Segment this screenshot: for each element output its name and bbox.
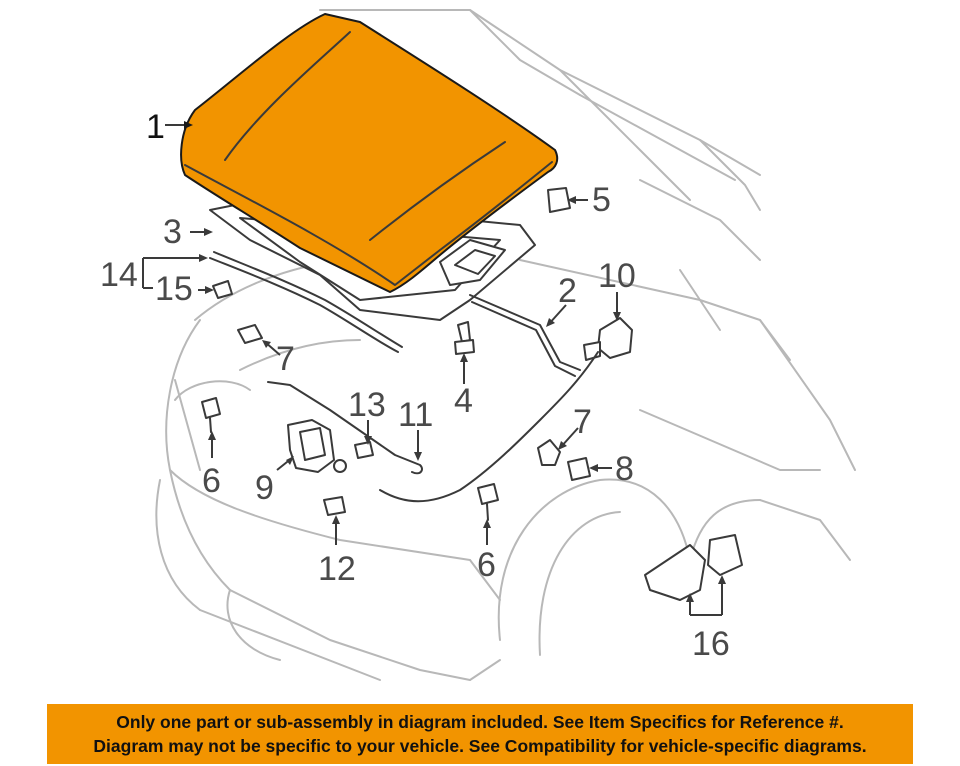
release-handle bbox=[583, 317, 633, 361]
hood-panel bbox=[180, 13, 559, 293]
callout-9: 9 bbox=[255, 469, 274, 507]
clip-lower bbox=[537, 439, 561, 466]
callout-16: 16 bbox=[692, 625, 730, 663]
callout-6-left: 6 bbox=[202, 462, 221, 500]
disclaimer-banner: Only one part or sub-assembly in diagram… bbox=[47, 704, 913, 764]
callout-14: 14 bbox=[100, 256, 138, 294]
callout-8: 8 bbox=[615, 450, 634, 488]
hood-latch bbox=[287, 419, 347, 473]
hood-seal bbox=[209, 251, 403, 353]
hood-panel-shape bbox=[180, 13, 559, 293]
callout-13: 13 bbox=[348, 386, 386, 424]
leader-lines bbox=[142, 121, 726, 616]
release-cable bbox=[379, 351, 599, 503]
retainer-clip bbox=[323, 496, 346, 516]
clip-upper bbox=[237, 324, 263, 344]
callout-6-right: 6 bbox=[477, 546, 496, 584]
callout-2: 2 bbox=[558, 272, 577, 310]
hood-support-rod bbox=[469, 294, 581, 377]
callout-11: 11 bbox=[398, 396, 433, 434]
adjuster-left bbox=[201, 397, 221, 433]
callout-5: 5 bbox=[592, 181, 611, 219]
parts-diagram: 1 2 3 4 5 6 6 7 7 8 9 10 11 12 13 14 15 … bbox=[100, 9, 856, 681]
hood-latch-pin bbox=[454, 321, 475, 355]
nut-clip bbox=[567, 457, 591, 481]
hood-bumper-stop bbox=[547, 187, 571, 213]
callout-4: 4 bbox=[454, 382, 473, 420]
adjuster-right bbox=[477, 483, 499, 521]
callout-3: 3 bbox=[163, 213, 182, 251]
cable-clip bbox=[354, 441, 374, 459]
callout-7-upper: 7 bbox=[276, 340, 295, 378]
callout-10: 10 bbox=[598, 257, 636, 295]
callout-15: 15 bbox=[155, 270, 193, 308]
callout-12: 12 bbox=[318, 550, 356, 588]
hood-hinges bbox=[644, 534, 743, 601]
safety-catch bbox=[267, 381, 423, 475]
callout-1: 1 bbox=[146, 108, 165, 146]
disclaimer-line-1: Only one part or sub-assembly in diagram… bbox=[116, 712, 844, 732]
disclaimer-line-2: Diagram may not be specific to your vehi… bbox=[93, 736, 867, 756]
callout-labels: 1 2 3 4 5 6 6 7 7 8 9 10 11 12 13 14 15 … bbox=[100, 108, 730, 663]
vehicle-outline bbox=[155, 9, 856, 681]
callout-7-lower: 7 bbox=[573, 403, 592, 441]
